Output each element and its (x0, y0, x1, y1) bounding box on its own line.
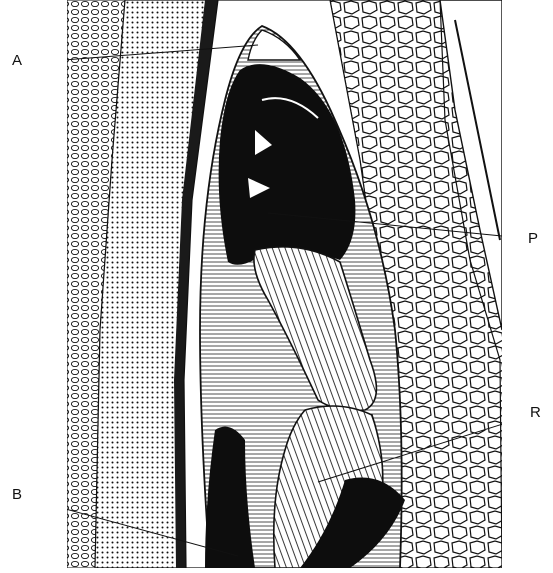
label-p: P (528, 231, 538, 246)
label-a: A (12, 53, 22, 68)
label-r: R (530, 405, 541, 420)
label-b: B (12, 487, 22, 502)
